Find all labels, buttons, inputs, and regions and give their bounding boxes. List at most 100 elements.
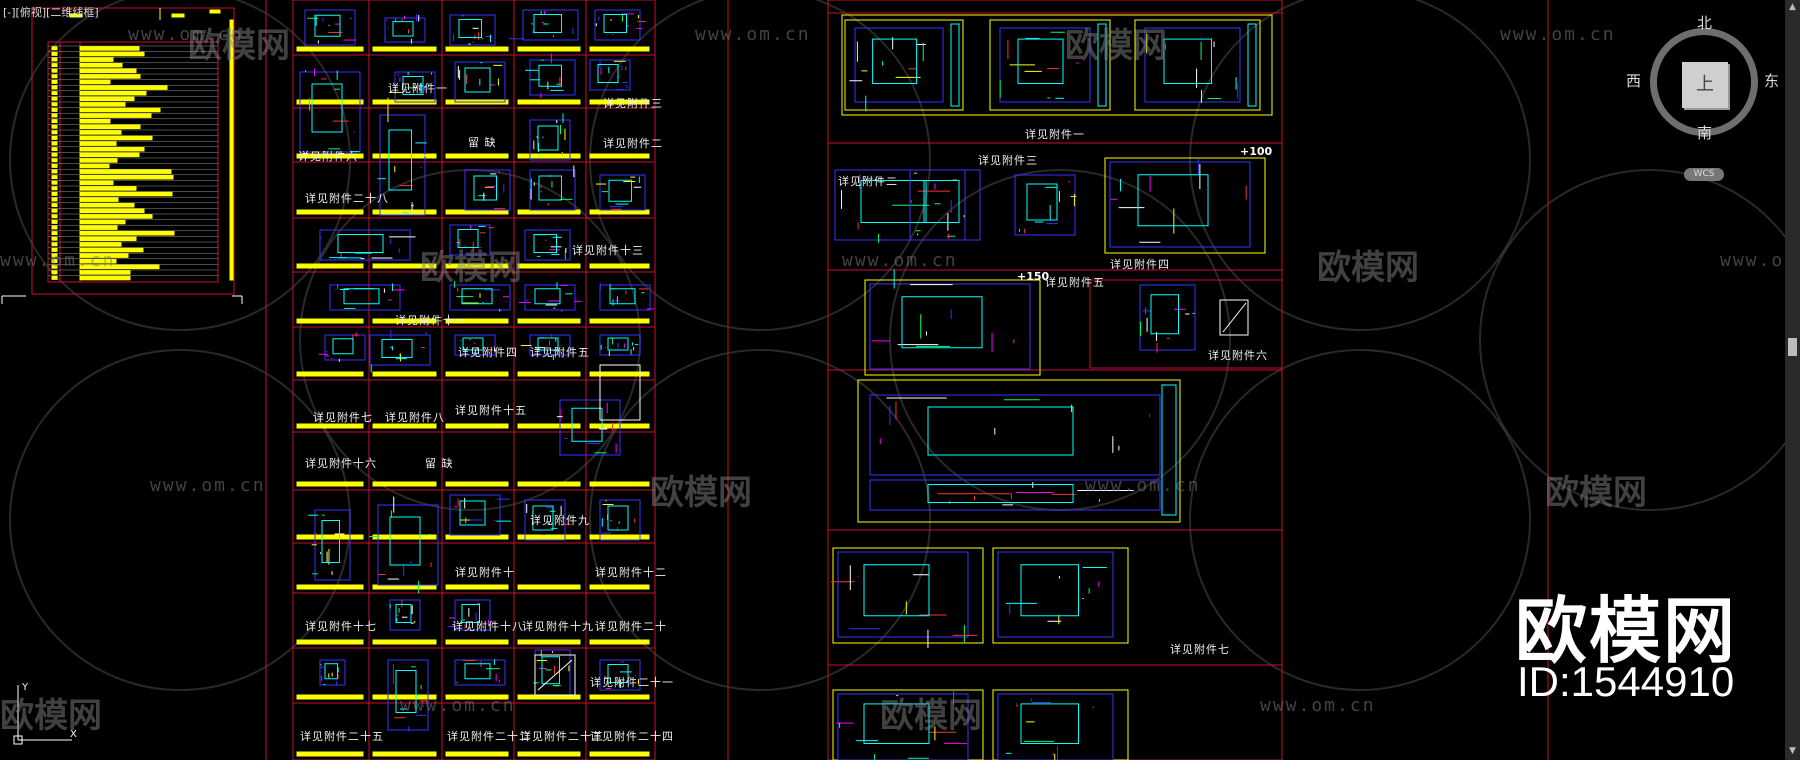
sheet-list-bar	[79, 90, 147, 96]
sheet-label[interactable]: 详见附件二	[838, 175, 898, 188]
scroll-up-icon[interactable]: ▲	[1789, 2, 1796, 12]
sheet-label[interactable]: 详见附件十	[455, 566, 515, 579]
detail-inner	[311, 83, 343, 133]
detail-outline	[387, 659, 429, 731]
sheet-label[interactable]: 详见附件二十八	[305, 192, 389, 205]
sheet-list-bullet	[51, 219, 58, 224]
viewport-label[interactable]: [-][俯视][二维线框]	[3, 6, 99, 19]
sheet-label[interactable]: 详见附件十八	[452, 620, 524, 633]
title-bar-end	[567, 263, 581, 269]
ucs-origin	[13, 735, 23, 745]
sheet-list-table	[47, 41, 219, 283]
sheet-label[interactable]: 详见附件一	[388, 82, 448, 95]
compass-north[interactable]: 北	[1697, 14, 1713, 32]
detail-outline	[997, 551, 1114, 638]
detail-inner	[392, 21, 414, 37]
sheet-label[interactable]: 留 缺	[468, 136, 497, 149]
sheet-label[interactable]: 详见附件二十五	[300, 730, 384, 743]
sheet-label[interactable]: 详见附件十六	[305, 457, 377, 470]
elevation-mark: +100	[1240, 145, 1273, 158]
sheet-label[interactable]: 详见附件八	[385, 411, 445, 424]
sheet-label[interactable]: 详见附件二十四	[590, 730, 674, 743]
detail-inner	[461, 604, 480, 623]
detail-outline	[299, 71, 361, 153]
sheet-label[interactable]: 详见附件三	[978, 154, 1038, 167]
detail-tile	[534, 654, 576, 696]
detail-outline	[1109, 161, 1251, 248]
detail-inner	[464, 663, 491, 680]
detail-inner	[395, 670, 417, 713]
sheet-list-bar	[79, 118, 111, 124]
vertical-scrollbar[interactable]: ▲ ▼	[1785, 0, 1800, 760]
sheet-label[interactable]: 详见附件六	[298, 150, 358, 163]
sheet-label[interactable]: 详见附件二	[603, 137, 663, 150]
title-bar-end	[636, 694, 650, 700]
compass-ring[interactable]	[1650, 28, 1758, 136]
sheet-label[interactable]: 详见附件十七	[305, 620, 377, 633]
sheet-label[interactable]: 详见附件十五	[455, 404, 527, 417]
detail-inner	[901, 296, 983, 349]
sheet-list-bullet	[51, 130, 58, 135]
detail-inner	[402, 76, 424, 95]
title-bar-end	[423, 318, 437, 324]
sheet-list-bullet	[51, 197, 58, 202]
sheet-label[interactable]: 详见附件十三	[572, 244, 644, 257]
sheet-list-bullet	[51, 208, 58, 213]
detail-outline	[454, 599, 491, 631]
title-bar-end	[567, 99, 581, 105]
compass-south[interactable]: 南	[1697, 124, 1713, 142]
sheet-label[interactable]: 详见附件三	[603, 97, 663, 110]
drawing-frame	[1089, 279, 1283, 369]
sheet-label[interactable]: 详见附件四	[458, 346, 518, 359]
sheet-label[interactable]: 详见附件五	[1045, 276, 1105, 289]
sheet-label[interactable]: 留 缺	[425, 457, 454, 470]
sheet-label[interactable]: 详见附件二十二	[447, 730, 531, 743]
detail-outline	[319, 229, 411, 261]
sheet-label[interactable]: 详见附件七	[1170, 643, 1230, 656]
compass-west[interactable]: 西	[1626, 72, 1642, 90]
sheet-list-bullet	[51, 186, 58, 191]
detail-outline	[524, 499, 566, 541]
sheet-label[interactable]: 详见附件十九	[522, 620, 594, 633]
sheet-label[interactable]: 详见附件二十一	[590, 676, 674, 689]
sheet-label[interactable]: 详见附件四	[1110, 258, 1170, 271]
sheet-label[interactable]: 详见附件一	[1025, 128, 1085, 141]
detail-outline	[529, 119, 571, 161]
detail-inner	[1026, 183, 1058, 221]
detail-outline	[854, 27, 944, 103]
sheet-label[interactable]: 详见附件二十三	[520, 730, 604, 743]
watermark-arc	[589, 349, 931, 691]
watermark-url: www.om.cn	[842, 250, 958, 271]
sheet-list-bar	[79, 270, 131, 275]
sheet-label[interactable]: 详见附件六	[1208, 349, 1268, 362]
detail-outline	[529, 169, 576, 211]
view-cube[interactable]: 北 西 东 南 上 WCS	[1626, 10, 1779, 181]
sheet-list-bullet	[51, 275, 58, 280]
wcs-menu-button[interactable]: WCS	[1684, 168, 1724, 181]
sheet-label[interactable]: 详见附件五	[530, 346, 590, 359]
detail-outline	[834, 169, 966, 241]
title-bar-end	[423, 153, 437, 159]
detail-inner	[607, 664, 629, 683]
scroll-down-icon[interactable]: ▼	[1789, 746, 1796, 756]
sheet-label[interactable]: 详见附件二十	[595, 620, 667, 633]
scrollbar-thumb[interactable]	[1788, 338, 1797, 356]
sheet-list-bullet	[51, 46, 58, 51]
sheet-label[interactable]: 详见附件七	[313, 411, 373, 424]
sheet-list-bullet	[51, 135, 58, 140]
view-cube-top-face[interactable]: 上	[1682, 62, 1728, 108]
title-bar-end	[350, 481, 364, 487]
title-bar-end	[495, 694, 509, 700]
sheet-label[interactable]: 详见附件十二	[595, 566, 667, 579]
title-bar-end	[495, 318, 509, 324]
sheet-list-bullet	[51, 147, 58, 152]
title-block	[950, 23, 960, 107]
compass-east[interactable]: 东	[1764, 72, 1780, 90]
watermark-url: www.om.cn	[1500, 24, 1616, 45]
sheet-label[interactable]: 详见附件九	[530, 514, 590, 527]
detail-inner	[458, 19, 482, 38]
title-bar-end	[495, 371, 509, 377]
sheet-label[interactable]: 详见附件十一	[395, 314, 467, 327]
sheet-list-bullet	[51, 270, 58, 275]
